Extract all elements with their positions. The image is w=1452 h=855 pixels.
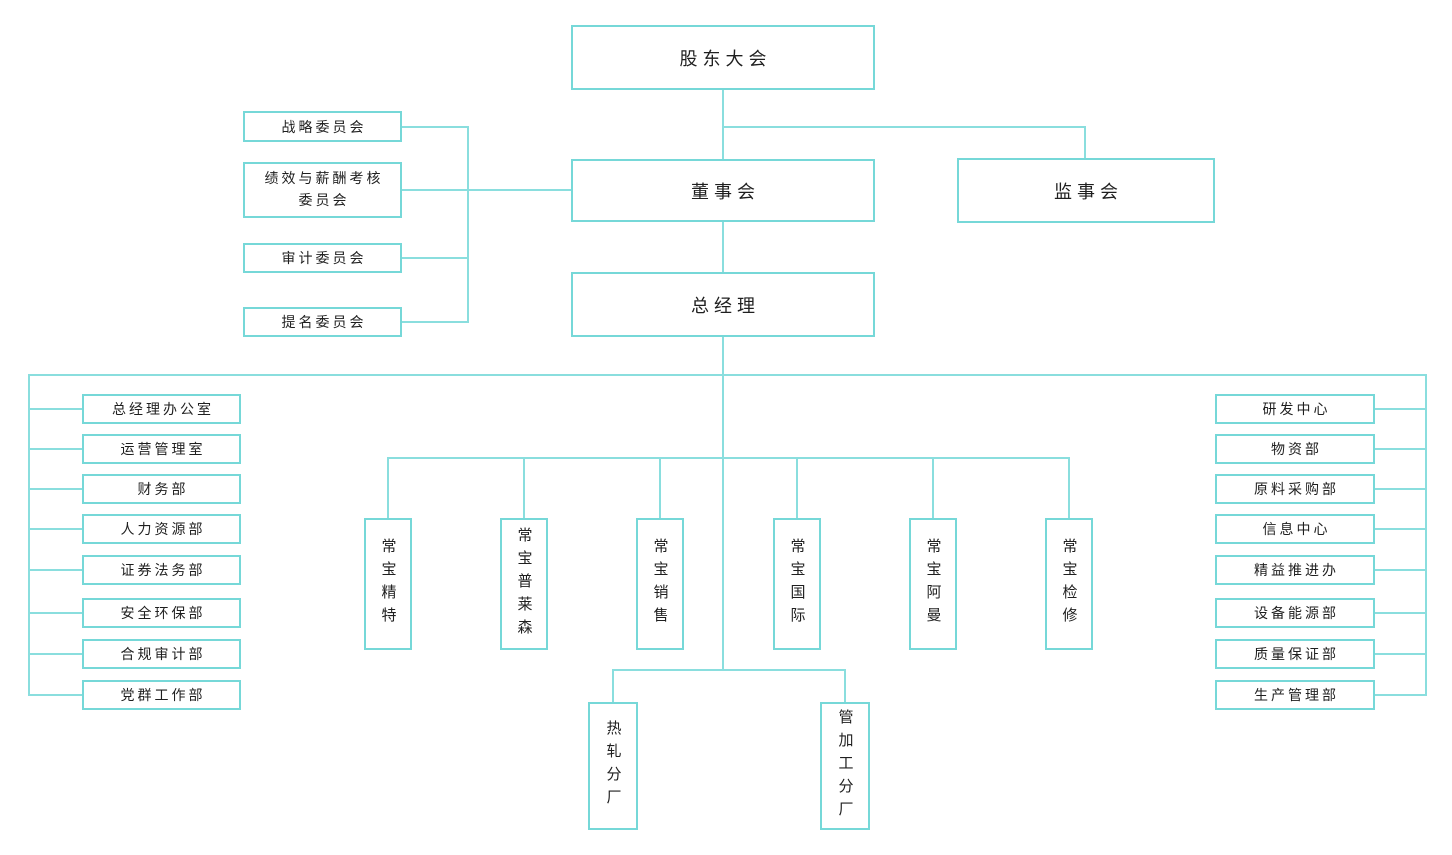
committee-node-performance-compensation: 绩效与薪酬考核 委员会 xyxy=(243,162,402,218)
subsidiary-node-changbao-maintenance: 常宝检修 xyxy=(1045,518,1093,650)
node-shareholders-meeting: 股东大会 xyxy=(571,25,875,90)
subsidiary-node-changbao-international: 常宝国际 xyxy=(773,518,821,650)
subsidiary-label: 常宝阿曼 xyxy=(924,538,943,630)
connector-line xyxy=(28,528,82,530)
department-node-hr: 人力资源部 xyxy=(82,514,241,544)
connector-line xyxy=(722,221,724,273)
department-node-quality-assurance: 质量保证部 xyxy=(1215,639,1375,669)
connector-line xyxy=(28,374,30,696)
connector-line xyxy=(28,448,82,450)
connector-line xyxy=(402,257,468,259)
connector-line xyxy=(796,457,798,518)
subsidiary-node-changbao-jingte: 常宝精特 xyxy=(364,518,412,650)
factory-label: 热轧分厂 xyxy=(604,720,623,812)
connector-line xyxy=(523,457,525,518)
department-node-materials: 物资部 xyxy=(1215,434,1375,464)
committee-node-audit: 审计委员会 xyxy=(243,243,402,273)
department-node-rd-center: 研发中心 xyxy=(1215,394,1375,424)
connector-line xyxy=(1375,408,1427,410)
connector-line xyxy=(722,89,724,160)
connector-line xyxy=(1068,457,1070,518)
connector-line xyxy=(612,669,846,671)
connector-line xyxy=(387,457,389,518)
connector-line xyxy=(1375,612,1427,614)
subsidiary-node-changbao-oman: 常宝阿曼 xyxy=(909,518,957,650)
department-node-production-management: 生产管理部 xyxy=(1215,680,1375,710)
department-node-operations: 运营管理室 xyxy=(82,434,241,464)
connector-line xyxy=(659,457,661,518)
department-node-equipment-energy: 设备能源部 xyxy=(1215,598,1375,628)
subsidiary-label: 常宝精特 xyxy=(379,538,398,630)
connector-line xyxy=(1375,569,1427,571)
connector-line xyxy=(28,569,82,571)
connector-line xyxy=(28,653,82,655)
factory-node-pipe-processing: 管加工分厂 xyxy=(820,702,870,830)
department-node-raw-material-procurement: 原料采购部 xyxy=(1215,474,1375,504)
node-general-manager: 总经理 xyxy=(571,272,875,337)
connector-line xyxy=(387,457,1070,459)
connector-line xyxy=(1425,374,1427,696)
connector-line xyxy=(467,126,469,323)
node-supervisory-board: 监事会 xyxy=(957,158,1215,223)
subsidiary-label: 常宝国际 xyxy=(788,538,807,630)
connector-line xyxy=(402,321,468,323)
department-node-information-center: 信息中心 xyxy=(1215,514,1375,544)
committee-node-strategy: 战略委员会 xyxy=(243,111,402,142)
connector-line xyxy=(612,669,614,702)
connector-line xyxy=(1375,488,1427,490)
connector-line xyxy=(402,126,468,128)
factory-label: 管加工分厂 xyxy=(836,708,855,824)
department-node-safety-environment: 安全环保部 xyxy=(82,598,241,628)
factory-node-hot-rolling: 热轧分厂 xyxy=(588,702,638,830)
node-board-of-directors: 董事会 xyxy=(571,159,875,222)
subsidiary-node-changbao-plyson: 常宝普莱森 xyxy=(500,518,548,650)
subsidiary-label: 常宝普莱森 xyxy=(515,526,534,642)
connector-line xyxy=(402,189,571,191)
subsidiary-label: 常宝销售 xyxy=(651,538,670,630)
subsidiary-label: 常宝检修 xyxy=(1060,538,1079,630)
connector-line xyxy=(28,374,1427,376)
department-node-securities-legal: 证券法务部 xyxy=(82,555,241,585)
connector-line xyxy=(932,457,934,518)
department-node-lean-promotion: 精益推进办 xyxy=(1215,555,1375,585)
committee-node-nomination: 提名委员会 xyxy=(243,307,402,337)
connector-line xyxy=(1375,694,1427,696)
connector-line xyxy=(1084,126,1086,159)
connector-line xyxy=(28,612,82,614)
connector-line xyxy=(844,669,846,702)
connector-line xyxy=(28,694,82,696)
connector-line xyxy=(722,126,1086,128)
department-node-party-mass-work: 党群工作部 xyxy=(82,680,241,710)
connector-line xyxy=(1375,528,1427,530)
connector-line xyxy=(722,336,724,671)
connector-line xyxy=(1375,653,1427,655)
department-node-compliance-audit: 合规审计部 xyxy=(82,639,241,669)
department-node-gm-office: 总经理办公室 xyxy=(82,394,241,424)
subsidiary-node-changbao-sales: 常宝销售 xyxy=(636,518,684,650)
connector-line xyxy=(1375,448,1427,450)
connector-line xyxy=(28,408,82,410)
connector-line xyxy=(28,488,82,490)
department-node-finance: 财务部 xyxy=(82,474,241,504)
